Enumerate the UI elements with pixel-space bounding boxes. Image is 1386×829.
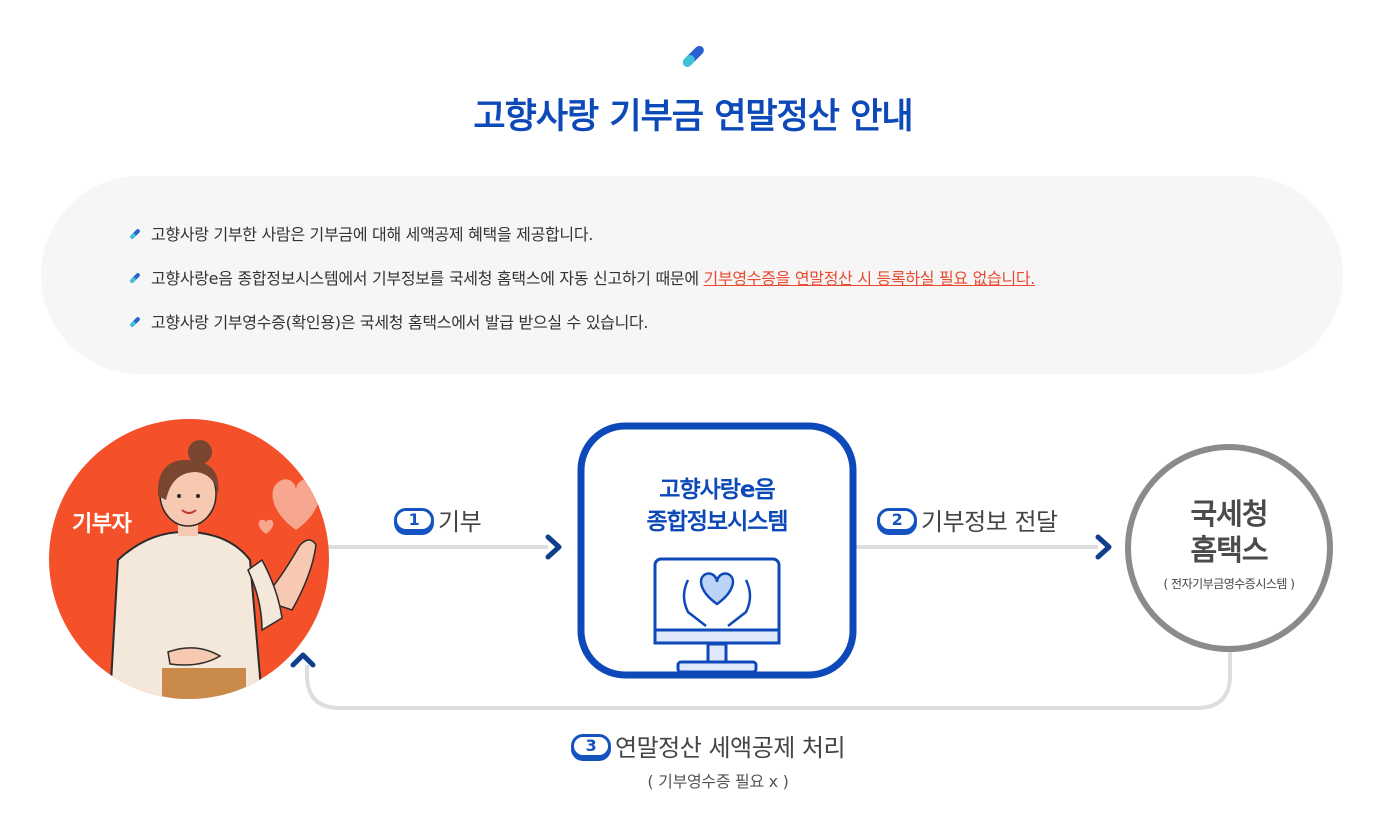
- connector-line-step3: [305, 650, 1232, 710]
- chevron-right-icon: [545, 534, 562, 560]
- donor-circle: [49, 419, 329, 699]
- donor-label: 기부자: [72, 512, 132, 537]
- heart-icon: [258, 519, 274, 534]
- system-title-line1: 고향사랑e음: [659, 477, 775, 503]
- heart-icon: [272, 479, 320, 530]
- step1-text: 기부: [438, 508, 482, 536]
- system-box: [577, 422, 857, 679]
- nts-title: 국세청 홈택스: [1128, 496, 1330, 568]
- heart-icon: [307, 440, 329, 466]
- no-receipt-needed-link[interactable]: 기부영수증을 연말정산 시 등록하실 필요 없습니다.: [703, 269, 1036, 288]
- info-item-1: 고향사랑 기부한 사람은 기부금에 대해 세액공제 혜택을 제공합니다.: [129, 220, 1035, 264]
- caring-hands-monitor-icon: [653, 557, 781, 674]
- nts-subtitle: ( 전자기부금영수증시스템 ): [1163, 577, 1295, 591]
- step2-text: 기부정보 전달: [921, 508, 1058, 536]
- info-item-2: 고향사랑e음 종합정보시스템에서 기부정보를 국세청 홈택스에 자동 신고하기 …: [129, 264, 1035, 308]
- nts-title-line1: 국세청: [1190, 497, 1268, 531]
- pencil-icon: [682, 45, 704, 67]
- info-item-text: 고향사랑 기부한 사람은 기부금에 대해 세액공제 혜택을 제공합니다.: [151, 225, 594, 244]
- chevron-right-icon: [1095, 534, 1112, 560]
- info-item-text: 고향사랑 기부영수증(확인용)은 국세청 홈택스에서 발급 받으실 수 있습니다…: [151, 313, 649, 332]
- step2-badge: 2: [877, 507, 917, 532]
- heart-icon: [328, 467, 329, 482]
- bullet-pencil-icon: [130, 317, 140, 327]
- bullet-pencil-icon: [130, 273, 140, 283]
- page-title: 고향사랑 기부금 연말정산 안내: [473, 97, 913, 137]
- chevron-up-icon: [290, 652, 316, 668]
- nts-circle: [1125, 444, 1333, 652]
- system-title: 고향사랑e음 종합정보시스템: [582, 474, 852, 538]
- step3-subtitle: ( 기부영수증 필요 x ): [647, 772, 789, 791]
- info-panel: 고향사랑 기부한 사람은 기부금에 대해 세액공제 혜택을 제공합니다. 고향사…: [41, 176, 1343, 374]
- info-item-3: 고향사랑 기부영수증(확인용)은 국세청 홈택스에서 발급 받으실 수 있습니다…: [129, 308, 1035, 352]
- info-item-text: 고향사랑e음 종합정보시스템에서 기부정보를 국세청 홈택스에 자동 신고하기 …: [151, 269, 704, 288]
- bullet-pencil-icon: [130, 229, 140, 239]
- step1-badge: 1: [394, 507, 434, 532]
- step3-badge: 3: [571, 733, 611, 758]
- info-list: 고향사랑 기부한 사람은 기부금에 대해 세액공제 혜택을 제공합니다. 고향사…: [129, 220, 1035, 352]
- system-title-line2: 종합정보시스템: [646, 509, 788, 535]
- nts-title-line2: 홈택스: [1190, 533, 1268, 567]
- step3-text: 연말정산 세액공제 처리: [615, 734, 846, 762]
- donor-person-illustration: [108, 440, 329, 699]
